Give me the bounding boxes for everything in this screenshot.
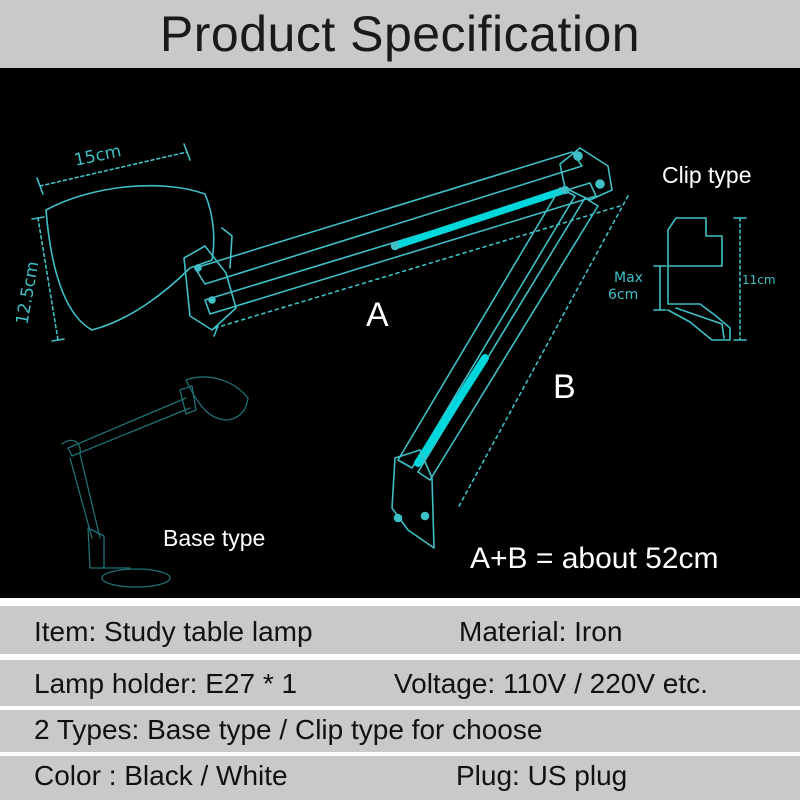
spec-row-4: Color : Black / White Plug: US plug bbox=[0, 756, 800, 800]
spec-color: Color : Black / White bbox=[34, 760, 288, 791]
spec-plug: Plug: US plug bbox=[456, 760, 628, 791]
arm-a-label: A bbox=[366, 296, 389, 334]
spec-material: Material: Iron bbox=[459, 616, 623, 647]
clip-max-label: Max bbox=[614, 270, 643, 286]
title-bar: Product Specification bbox=[0, 0, 800, 68]
spec-row-2: Lamp holder: E27 * 1 Voltage: 110V / 220… bbox=[0, 660, 800, 706]
elbow-joint-drawing bbox=[559, 147, 613, 201]
arm-b-label: B bbox=[553, 368, 576, 406]
spec-row-1: Item: Study table lamp Material: Iron bbox=[0, 606, 800, 654]
width-dimension-line bbox=[36, 143, 191, 195]
base-type-label: Base type bbox=[163, 525, 266, 551]
clip-height-label: 11cm bbox=[742, 273, 776, 287]
page-title: Product Specification bbox=[159, 6, 641, 62]
height-dimension-line bbox=[31, 216, 65, 342]
total-length-label: A+B = about 52cm bbox=[470, 542, 719, 575]
spec-row-3: 2 Types: Base type / Clip type for choos… bbox=[0, 710, 800, 752]
spec-item: Item: Study table lamp bbox=[34, 616, 313, 647]
lamp-drawing bbox=[31, 143, 747, 588]
clip-detail-drawing bbox=[653, 217, 747, 341]
lamp-diagram: 15cm 12.5cm A B Clip type Max 6cm 11cm B… bbox=[0, 68, 800, 598]
arm-b-drawing bbox=[391, 187, 629, 549]
clip-type-label: Clip type bbox=[662, 162, 752, 188]
base-type-lamp-drawing bbox=[61, 376, 249, 588]
spec-lamp-holder: Lamp holder: E27 * 1 bbox=[34, 668, 298, 699]
spec-voltage: Voltage: 110V / 220V etc. bbox=[394, 668, 708, 699]
clip-max-value: 6cm bbox=[608, 287, 639, 303]
spec-types: 2 Types: Base type / Clip type for choos… bbox=[34, 714, 543, 745]
